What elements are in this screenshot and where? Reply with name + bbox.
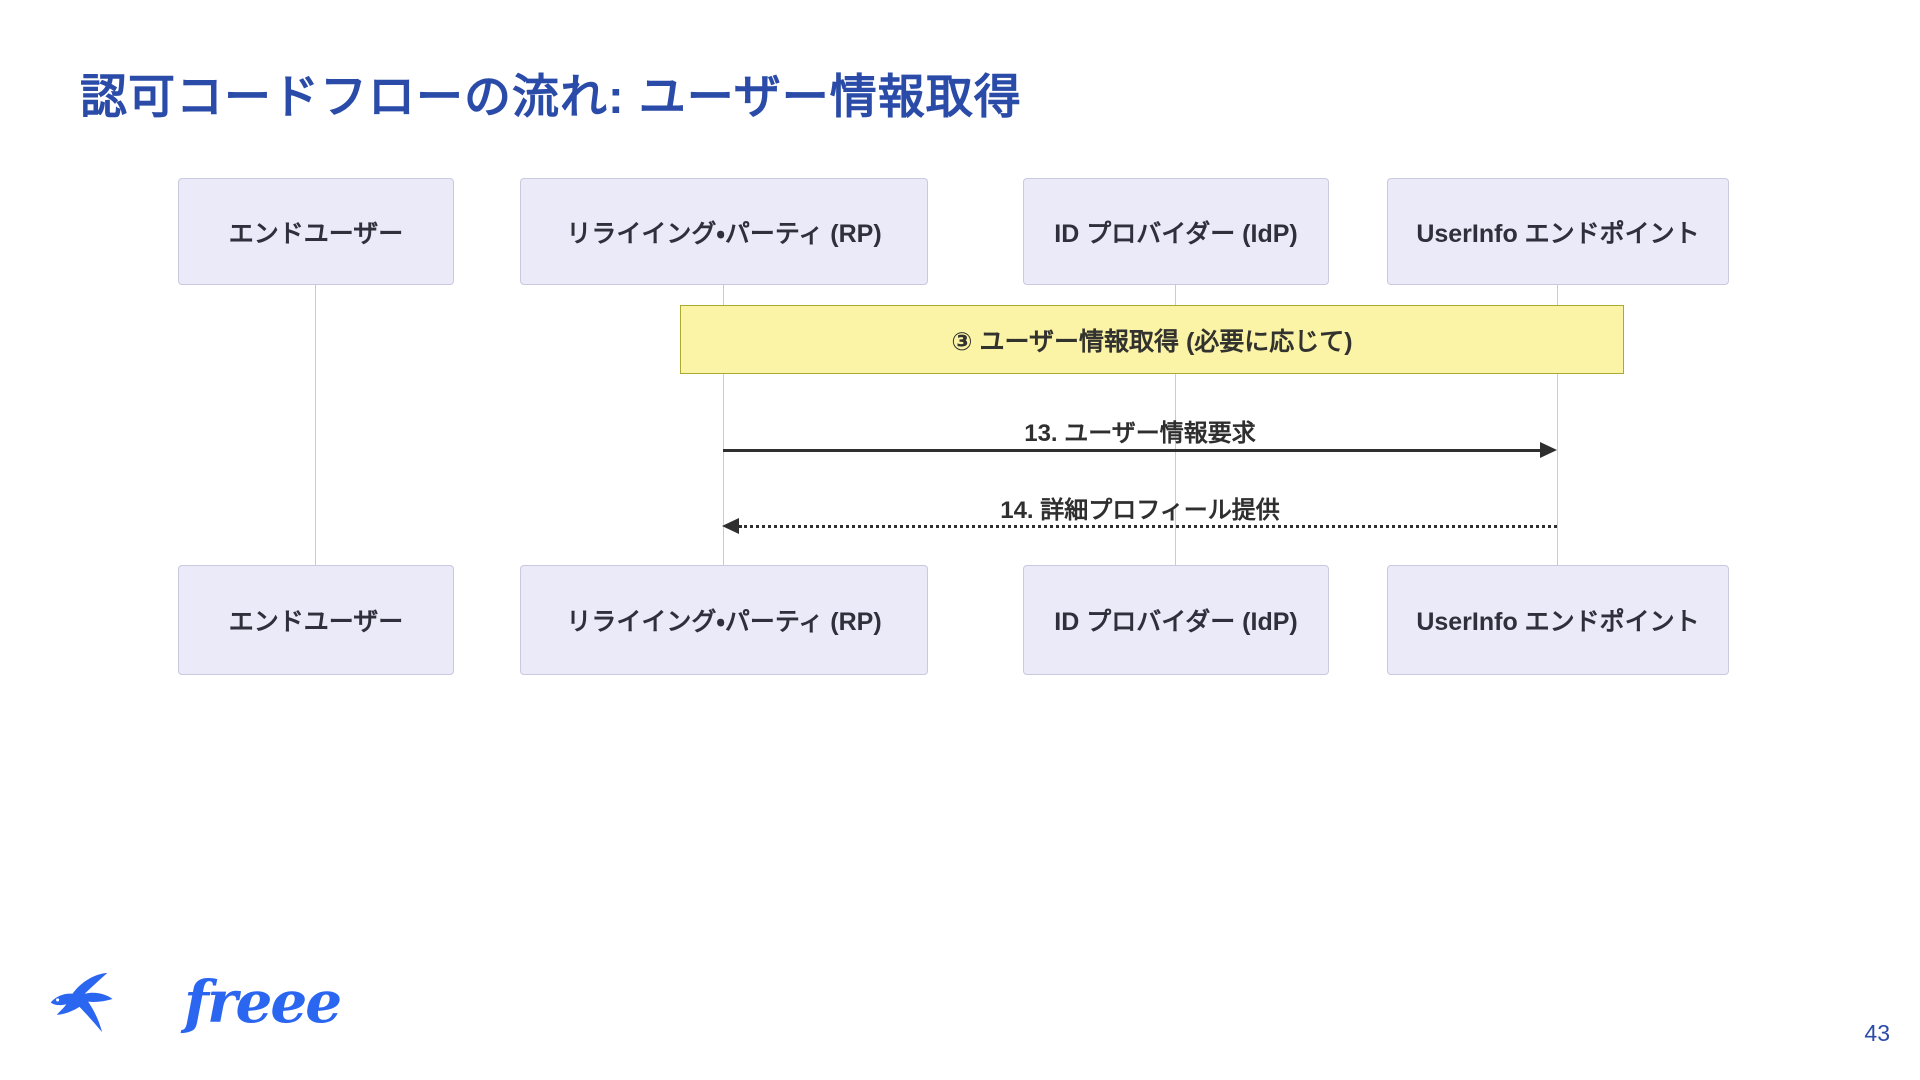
actor-top-end-user: エンドユーザー bbox=[178, 178, 454, 285]
slide-title: 認可コードフローの流れ: ユーザー情報取得 bbox=[80, 70, 1022, 123]
message-14-label: 14. 詳細プロフィール提供 bbox=[1000, 497, 1280, 524]
actor-label: リライイング・パーティ (RP) bbox=[566, 608, 882, 636]
actor-top-rp: リライイング・パーティ (RP) bbox=[520, 178, 928, 285]
note-label: ③ ユーザー情報取得 (必要に応じて) bbox=[951, 327, 1353, 356]
actor-bottom-userinfo: UserInfo エンドポイント bbox=[1387, 565, 1729, 675]
actor-label: UserInfo エンドポイント bbox=[1416, 608, 1700, 636]
actor-label: ID プロバイダー (IdP) bbox=[1054, 219, 1298, 248]
lifeline-end-user bbox=[315, 283, 316, 565]
page-number: 43 bbox=[1864, 1020, 1890, 1046]
actor-label: エンドユーザー bbox=[228, 219, 404, 248]
actor-top-idp: ID プロバイダー (IdP) bbox=[1023, 178, 1329, 285]
actor-label: UserInfo エンドポイント bbox=[1416, 219, 1700, 248]
note-user-info-retrieval: ③ ユーザー情報取得 (必要に応じて) bbox=[680, 305, 1624, 374]
message-14-arrowhead-icon bbox=[722, 518, 739, 534]
lifeline-rp bbox=[723, 283, 724, 565]
actor-label: リライイング・パーティ (RP) bbox=[566, 219, 882, 248]
message-13-line bbox=[723, 449, 1543, 452]
actor-label: エンドユーザー bbox=[228, 608, 404, 636]
logo-wordmark: freee bbox=[184, 968, 342, 1036]
freee-logo: freee bbox=[48, 966, 342, 1061]
actor-label: ID プロバイダー (IdP) bbox=[1054, 608, 1298, 636]
actor-bottom-end-user: エンドユーザー bbox=[178, 565, 454, 675]
lifeline-userinfo bbox=[1557, 283, 1558, 565]
message-13-label: 13. ユーザー情報要求 bbox=[1024, 420, 1256, 447]
swallow-icon bbox=[50, 972, 113, 1033]
actor-top-userinfo: UserInfo エンドポイント bbox=[1387, 178, 1729, 285]
message-13-arrowhead-icon bbox=[1540, 442, 1557, 458]
actor-bottom-rp: リライイング・パーティ (RP) bbox=[520, 565, 928, 675]
message-14-line bbox=[739, 525, 1557, 528]
actor-bottom-idp: ID プロバイダー (IdP) bbox=[1023, 565, 1329, 675]
lifeline-idp bbox=[1175, 283, 1176, 565]
